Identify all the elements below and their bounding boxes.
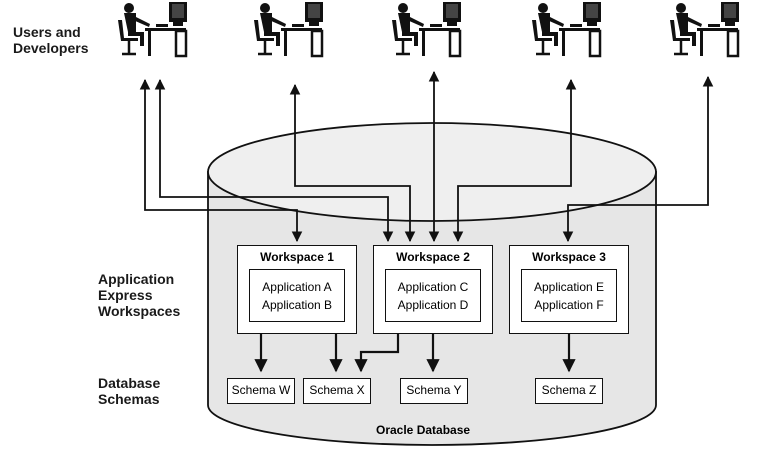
workspaces-label-line1: Application bbox=[98, 271, 175, 287]
connector-ws2-schemaX bbox=[354, 334, 400, 373]
user-icon bbox=[668, 0, 741, 58]
workspaces-label-line3: Workspaces bbox=[98, 303, 181, 319]
app-f: Application F bbox=[534, 297, 604, 312]
user-icon bbox=[530, 0, 603, 58]
app-e: Application E bbox=[533, 279, 605, 294]
app-d: Application D bbox=[397, 297, 469, 312]
user-icon bbox=[116, 0, 189, 58]
workspace-3-apps: Application E Application F bbox=[521, 269, 617, 322]
connector-user5-ws3 bbox=[562, 75, 714, 243]
users-label-line2: Developers bbox=[13, 40, 89, 56]
schemas-label: Database Schemas bbox=[98, 375, 160, 407]
schema-x: Schema X bbox=[303, 378, 371, 404]
workspace-2-box: Workspace 2 Application C Application D bbox=[373, 245, 493, 334]
workspaces-label-line2: Express bbox=[98, 287, 153, 303]
workspace-2-apps: Application C Application D bbox=[385, 269, 481, 322]
schema-w: Schema W bbox=[227, 378, 295, 404]
database-label: Oracle Database bbox=[376, 423, 471, 437]
workspaces-label: Application Express Workspaces bbox=[98, 271, 180, 319]
workspace-3-title: Workspace 3 bbox=[532, 250, 606, 264]
users-label: Users and Developers bbox=[13, 24, 88, 56]
schemas-label-line1: Database bbox=[98, 375, 161, 391]
users-label-line1: Users and bbox=[13, 24, 81, 40]
connector-user2-ws2 bbox=[289, 83, 416, 243]
app-a: Application A bbox=[262, 279, 332, 294]
workspace-1-apps: Application A Application B bbox=[249, 269, 345, 322]
workspace-2-title: Workspace 2 bbox=[396, 250, 470, 264]
user-icon bbox=[252, 0, 325, 58]
app-c: Application C bbox=[397, 279, 469, 294]
schema-z: Schema Z bbox=[535, 378, 603, 404]
workspace-1-title: Workspace 1 bbox=[260, 250, 334, 264]
cylinder-top bbox=[207, 122, 657, 222]
schemas-label-line2: Schemas bbox=[98, 391, 160, 407]
user-icon bbox=[390, 0, 463, 58]
workspace-3-box: Workspace 3 Application E Application F bbox=[509, 245, 629, 334]
app-b: Application B bbox=[261, 297, 333, 312]
schema-y: Schema Y bbox=[400, 378, 468, 404]
workspace-1-box: Workspace 1 Application A Application B bbox=[237, 245, 357, 334]
